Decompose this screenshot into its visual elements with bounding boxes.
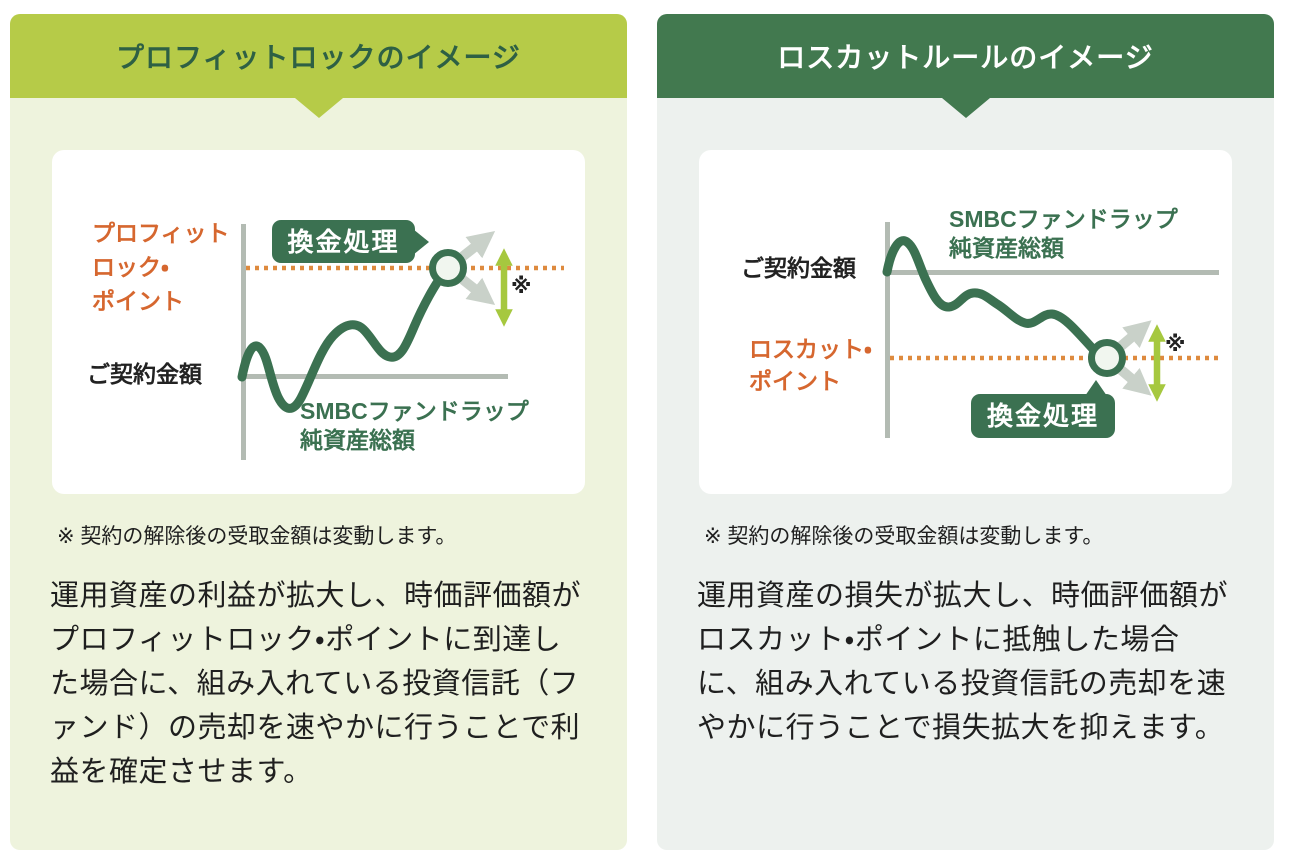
trigger-point-marker [1088, 339, 1126, 377]
profit-lock-chart-card: プロフィット ロック・ ポイント 換金処理 ご契約金額 SMBCファンドラップ … [52, 150, 585, 494]
description: 運用資産の利益が拡大し、時価評価額がプロフィットロック・ポイントに到達した場合に… [50, 580, 582, 788]
redemption-badge-shape [971, 380, 1115, 438]
y-axis-line [241, 224, 246, 460]
profit-lock-panel: プロフィットロックのイメージ [10, 14, 627, 850]
header-pointer-icon [294, 98, 343, 118]
net-asset-curve [882, 236, 1098, 354]
profit-lock-header: プロフィットロックのイメージ [10, 14, 627, 118]
contract-amount-label: ご契約金額 [741, 255, 856, 281]
volatility-arrows-icon [1116, 320, 1152, 396]
asterisk-mark: ※ [511, 275, 532, 298]
contract-amount-line [241, 374, 508, 379]
footnote: ※ 契約の解除後の受取金額は変動します。 [704, 525, 1104, 548]
profit-lock-point-label: プロフィット ロック・ ポイント [92, 220, 230, 314]
y-axis-line [885, 222, 890, 438]
volatility-arrows-icon [458, 230, 496, 306]
description: 運用資産の損失が拡大し、時価評価額がロスカット・ポイントに抵触した場合に、組み入… [697, 580, 1229, 744]
footnote: ※ 契約の解除後の受取金額は変動します。 [57, 525, 457, 548]
loss-cut-point-label: ロスカット・ ポイント [749, 336, 872, 394]
header-pointer-icon [941, 98, 990, 118]
panel-title: プロフィットロックのイメージ [116, 42, 521, 73]
loss-cut-header: ロスカットルールのイメージ [657, 14, 1274, 118]
contract-amount-line [885, 270, 1219, 275]
redemption-badge-label: 換金処理 [986, 401, 1099, 431]
redemption-badge-shape [272, 220, 429, 263]
asterisk-mark: ※ [1165, 333, 1186, 356]
loss-cut-chart [882, 222, 1221, 438]
redemption-badge-label: 換金処理 [287, 226, 400, 257]
contract-amount-label: ご契約金額 [87, 361, 202, 387]
panel-title: ロスカットルールのイメージ [777, 42, 1154, 73]
loss-cut-panel: ロスカットルールのイメージ [657, 14, 1274, 850]
trigger-point-marker [429, 249, 467, 287]
fund-wrap-asset-label: SMBCファンドラップ 純資産総額 [300, 398, 529, 453]
fund-wrap-asset-label: SMBCファンドラップ 純資産総額 [949, 206, 1178, 261]
net-asset-curve [237, 268, 449, 413]
profit-lock-chart [237, 220, 564, 460]
loss-cut-chart-card: SMBCファンドラップ 純資産総額 ご契約金額 ロスカット・ ポイント 換金処理… [699, 150, 1232, 494]
